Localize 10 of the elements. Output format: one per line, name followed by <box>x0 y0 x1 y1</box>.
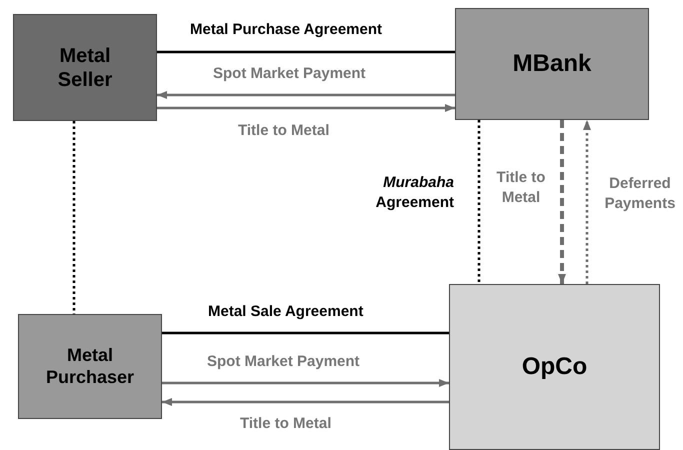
party-box: Metal Purchaser <box>18 314 162 419</box>
arrow <box>157 91 455 99</box>
party-box: OpCo <box>449 284 660 450</box>
arrow <box>583 120 591 284</box>
arrow <box>558 120 566 284</box>
arrow <box>162 398 449 406</box>
arrow <box>162 379 449 387</box>
party-box: Metal Seller <box>13 14 157 121</box>
party-box: MBank <box>455 8 649 120</box>
arrow <box>157 104 455 112</box>
